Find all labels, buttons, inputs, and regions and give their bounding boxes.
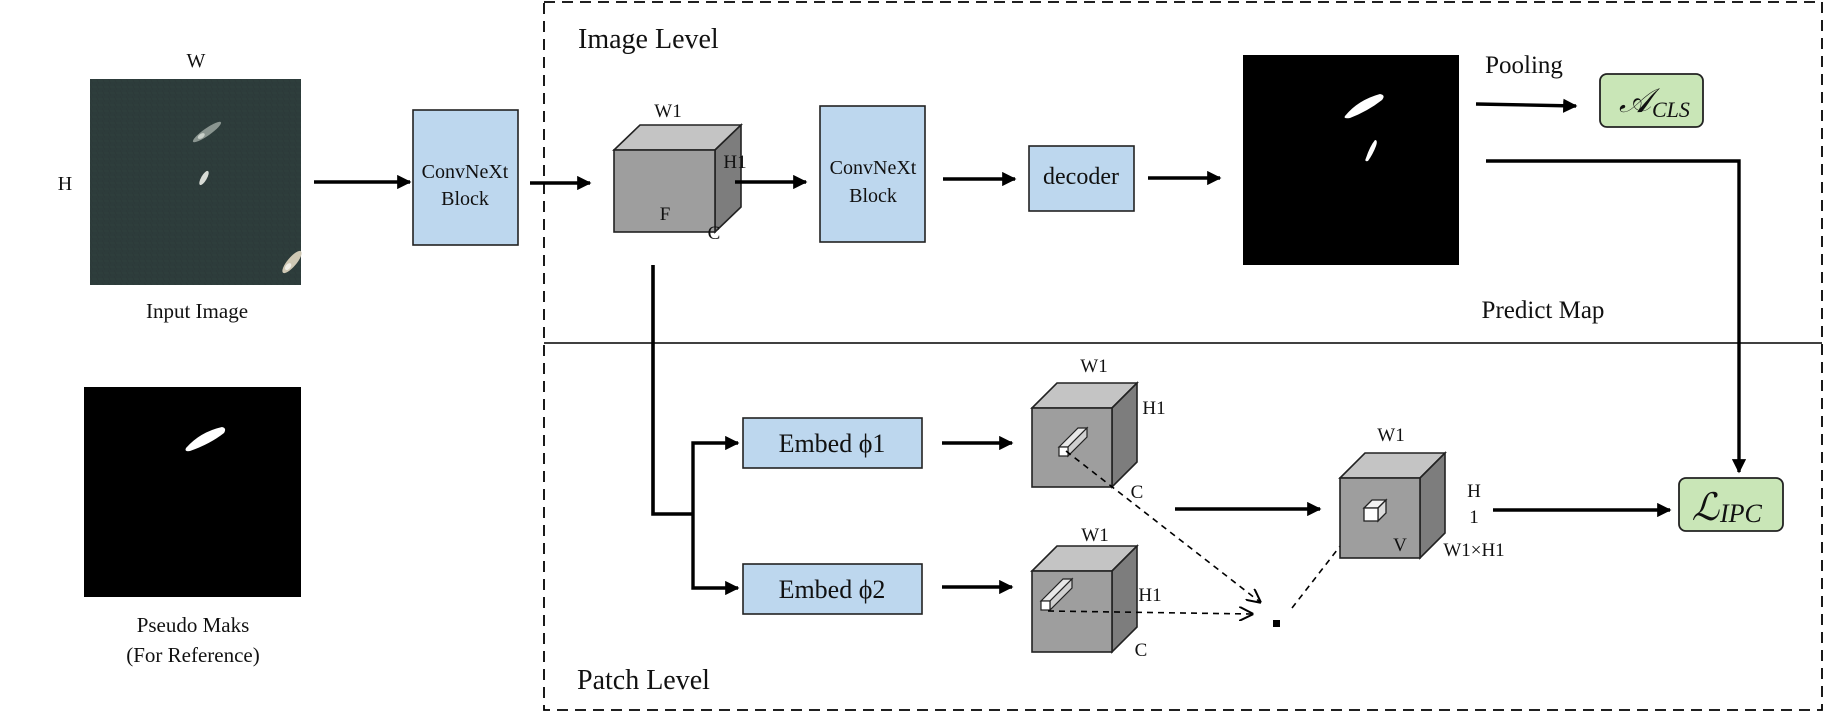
width-label: W: [187, 50, 206, 72]
patch-level-title: Patch Level: [577, 665, 710, 696]
decoder-block: [1028, 145, 1135, 212]
arrow-branch-to-embed2: [691, 514, 740, 596]
result-cube-dim-label: W1×H1: [1443, 540, 1504, 561]
result-cube-one-label: 1: [1469, 507, 1479, 528]
cls-loss-subscript: CLS: [1652, 97, 1690, 122]
embed2-feature-cube-icon: [1030, 544, 1139, 654]
backbone-block-label-line2: Block: [441, 188, 489, 210]
predict-map-image: [1243, 55, 1459, 265]
embed2-block: [742, 563, 923, 615]
predict-map-label: Predict Map: [1482, 297, 1605, 324]
pseudo-mask-label-line1: Pseudo Maks: [137, 613, 250, 637]
cls-loss-box: [1599, 73, 1704, 128]
pseudo-mask-image: [84, 387, 301, 597]
cube2-c-label: C: [1135, 640, 1148, 661]
ipc-loss-subscript: IPC: [1719, 499, 1763, 528]
feature-cube-w-label: W1: [654, 101, 681, 122]
image-level-title: Image Level: [578, 24, 719, 55]
similarity-cube-icon: [1338, 451, 1447, 560]
decoder-label: decoder: [1043, 164, 1119, 190]
arrow-branch-to-embed1: [691, 435, 740, 514]
second-block-label-line2: Block: [849, 185, 897, 207]
arrow-pooling-to-cls: [1475, 98, 1578, 113]
backbone-block-label-line1: ConvNeXt: [422, 161, 509, 183]
cube1-w-label: W1: [1080, 356, 1107, 377]
cube1-c-label: C: [1131, 482, 1144, 503]
result-cube-v-label: V: [1393, 535, 1407, 556]
satellite-image: [90, 79, 302, 285]
height-label: H: [58, 173, 72, 195]
feature-cube-icon: [612, 123, 743, 234]
dashed-arrow-cube2-to-dot: [1047, 611, 1252, 614]
second-block-label-line1: ConvNeXt: [830, 157, 917, 179]
backbone-convnext-block: [412, 109, 519, 246]
cube2-h-label: H1: [1138, 585, 1161, 606]
feature-cube-c-label: C: [708, 223, 721, 244]
branch-connector: [651, 265, 693, 516]
pooling-label: Pooling: [1485, 52, 1563, 79]
dashed-arrow-dot-to-result: [1291, 518, 1362, 609]
feature-cube-h-label: H1: [723, 152, 746, 173]
result-cube-w-label: W1: [1377, 425, 1404, 446]
ipc-loss-label: ℒ: [1692, 487, 1721, 529]
dashed-arrow-cube1-to-dot: [1065, 450, 1260, 602]
embed1-feature-cube-icon: [1030, 381, 1139, 489]
ipc-loss-box: [1678, 477, 1784, 532]
embed1-block: [742, 417, 923, 469]
dot-product-symbol: [1273, 620, 1280, 627]
arrow-predict-to-ipc: [1486, 159, 1747, 474]
second-convnext-block: [819, 105, 926, 243]
embed2-label: Embed ϕ2: [779, 575, 886, 604]
feature-cube-f-label: F: [660, 204, 671, 225]
result-cube-h-label: H: [1467, 481, 1481, 502]
embed1-label: Embed ϕ1: [779, 429, 886, 458]
cube1-h-label: H1: [1142, 398, 1165, 419]
dashed-region-border: [543, 1, 1823, 711]
input-image-label: Input Image: [146, 299, 248, 323]
cube2-w-label: W1: [1081, 525, 1108, 546]
pseudo-mask-label-line2: (For Reference): [126, 643, 260, 667]
